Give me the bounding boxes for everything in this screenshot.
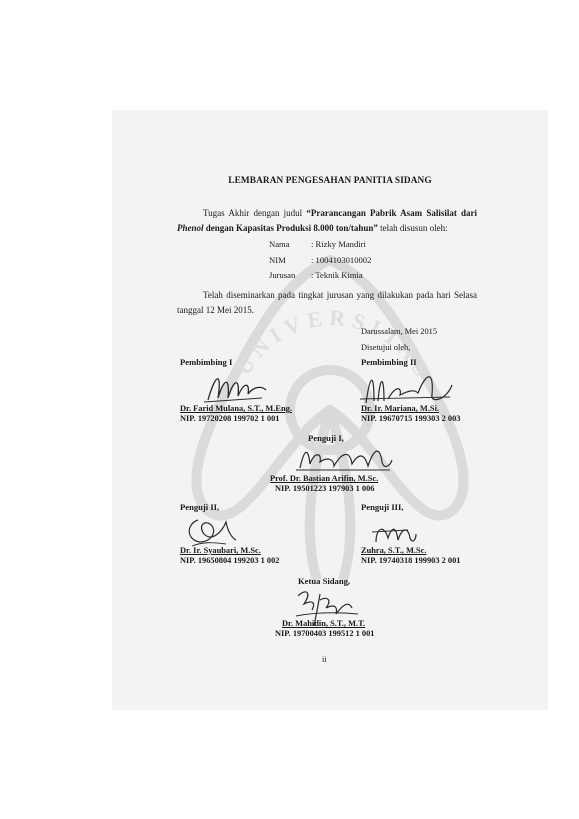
intro-paragraph: Tugas Akhir dengan judul “Prarancangan P… (177, 206, 477, 236)
intro-prefix: Tugas Akhir dengan judul (203, 208, 307, 218)
document-page: UNIVERSITAS SYIAH KUALA LEMBARAN PENGESA… (112, 110, 548, 710)
penguji3-nip: NIP. 19740318 199903 2 001 (361, 556, 461, 565)
penguji1-role: Penguji I, (308, 433, 344, 443)
svg-text:UNIVERSITAS SYIAH KUALA: UNIVERSITAS SYIAH KUALA (112, 110, 442, 396)
page-number: ii (322, 655, 327, 664)
penguji3-role: Penguji III, (361, 502, 404, 512)
penguji3-name: Zuhra, S.T., M.Sc. (361, 546, 427, 555)
pembimbing1-name: Dr. Farid Mulana, S.T., M.Eng. (180, 404, 292, 413)
pembimbing2-role: Pembimbing II (361, 357, 417, 367)
thesis-title-part2: dengan Kapasitas Produksi 8.000 ton/tahu… (203, 223, 378, 233)
student-name-label: Nama (269, 239, 290, 249)
student-dept-value: : Teknik Kimia (311, 270, 363, 280)
student-name-value: : Rizky Mandiri (311, 239, 366, 249)
penguji2-name: Dr. Ir. Syaubari, M.Sc. (180, 546, 261, 555)
pembimbing1-role: Pembimbing I (180, 357, 233, 367)
pembimbing1-nip: NIP. 19720208 199702 1 001 (180, 414, 280, 423)
place-date: Darussalam, Mei 2015 (361, 327, 438, 336)
approved-text: Disetujui oleh, (361, 343, 411, 352)
penguji1-nip: NIP. 19501223 197903 1 006 (275, 484, 375, 493)
pembimbing2-nip: NIP. 19670715 199303 2 003 (361, 414, 461, 423)
seminar-paragraph: Telah diseminarkan pada tingkat jurusan … (177, 290, 477, 315)
penguji1-name: Prof. Dr. Bastian Arifin, M.Sc. (270, 474, 379, 483)
student-dept-label: Jurusan (269, 270, 296, 280)
student-nim-label: NIM (269, 255, 286, 265)
pembimbing1-signature (203, 378, 267, 403)
thesis-title-part1: “Prarancangan Pabrik Asam Salisilat dari (306, 208, 477, 218)
pembimbing2-name: Dr. Ir. Mariana, M.Si. (361, 404, 440, 413)
intro-suffix: telah disusun oleh: (377, 223, 448, 233)
thesis-title-italic: Phenol (177, 223, 204, 233)
penguji3-signature (371, 528, 417, 543)
penguji1-signature (296, 450, 393, 471)
penguji2-role: Penguji II, (180, 502, 220, 512)
page-title: LEMBARAN PENGESAHAN PANITIA SIDANG (228, 176, 432, 186)
pembimbing2-signature (359, 376, 453, 404)
student-nim-value: : 1004103010002 (311, 255, 372, 265)
watermark-text: UNIVERSITAS SYIAH KUALA (112, 110, 436, 396)
ketua-name: Dr. Mahidin, S.T., M.T. (282, 619, 366, 628)
penguji2-nip: NIP. 19650804 199203 1 002 (180, 556, 280, 565)
ketua-nip: NIP. 19700403 199512 1 001 (275, 629, 375, 638)
ketua-role: Ketua Sidang, (298, 576, 351, 586)
penguji2-signature (188, 519, 237, 547)
